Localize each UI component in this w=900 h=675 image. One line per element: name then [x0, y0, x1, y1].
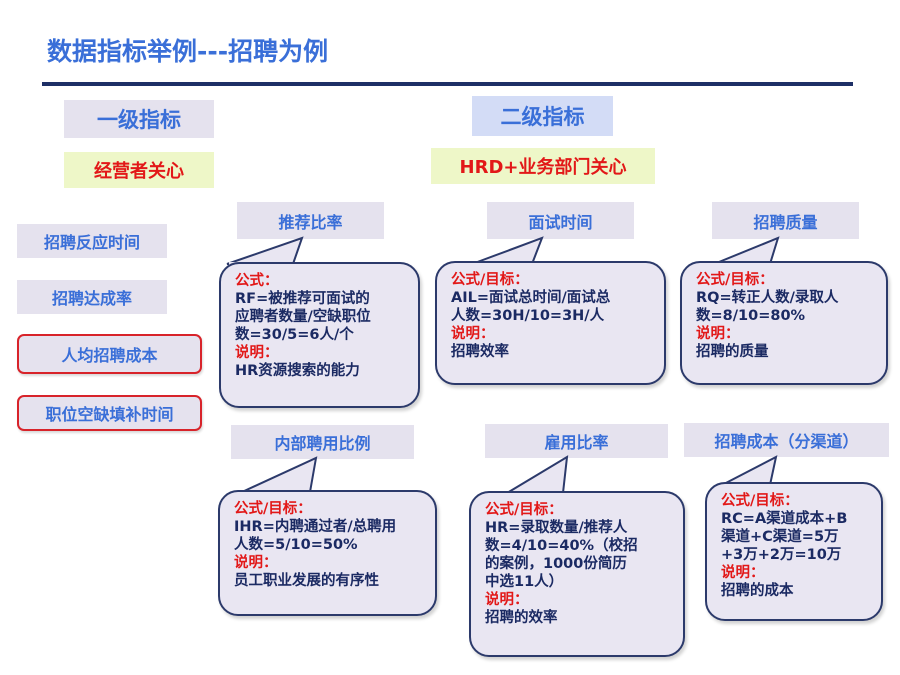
metric-bubble-internal-hire-ratio: 公式/目标： IHR=内聘通过者/总聘用 人数=5/10=50% 说明： 员工职… — [218, 490, 437, 616]
formula-label: 公式/目标： — [234, 501, 312, 517]
formula-text: RC=A渠道成本+B 渠道+C渠道=5万 +3万+2万=10万 — [721, 511, 848, 563]
metric-title-interview-time: 面试时间 — [487, 202, 634, 239]
callout-tail-icon — [241, 456, 318, 494]
note-label: 说明： — [235, 345, 279, 361]
metric-bubble-interview-time: 公式/目标： AIL=面试总时间/面试总 人数=30H/10=3H/人 说明： … — [435, 261, 666, 385]
formula-label: 公式/目标： — [696, 272, 774, 288]
title-divider — [42, 82, 853, 86]
level1-item-recruit-completion-rate: 招聘达成率 — [17, 280, 167, 314]
level1-item-cost-per-hire: 人均招聘成本 — [17, 334, 202, 374]
level1-concern: 经营者关心 — [64, 152, 214, 188]
level1-label: 一级指标 — [64, 100, 214, 138]
metric-bubble-hire-ratio: 公式/目标： HR=录取数量/推荐人 数=4/10=40%（校招 的案例，100… — [469, 491, 685, 657]
note-label: 说明： — [721, 565, 765, 581]
metric-title-referral-rate: 推荐比率 — [237, 202, 384, 239]
metric-title-recruit-cost-by-channel: 招聘成本（分渠道） — [684, 423, 889, 457]
level2-concern: HRD+业务部门关心 — [431, 148, 655, 184]
note-text: HR资源搜索的能力 — [235, 363, 360, 379]
callout-tail-icon — [503, 455, 569, 495]
formula-text: RQ=转正人数/录取人 数=8/10=80% — [696, 290, 839, 324]
formula-text: IHR=内聘通过者/总聘用 人数=5/10=50% — [234, 519, 397, 553]
level1-item-time-to-fill: 职位空缺填补时间 — [17, 395, 202, 431]
note-label: 说明： — [696, 326, 740, 342]
metric-title-recruit-quality: 招聘质量 — [712, 202, 859, 239]
formula-label: 公式： — [235, 273, 279, 289]
formula-text: RF=被推荐可面试的 应聘者数量/空缺职位 数=30/5=6人/个 — [235, 291, 371, 343]
formula-label: 公式/目标： — [451, 272, 529, 288]
formula-label: 公式/目标： — [721, 493, 799, 509]
formula-label: 公式/目标： — [485, 502, 563, 518]
page-title: 数据指标举例---招聘为例 — [47, 37, 329, 66]
formula-text: HR=录取数量/推荐人 数=4/10=40%（校招 的案例，1000份简历 中选… — [485, 520, 638, 590]
note-text: 招聘的质量 — [696, 344, 769, 360]
metric-title-internal-hire-ratio: 内部聘用比例 — [231, 425, 414, 459]
metric-bubble-recruit-quality: 公式/目标： RQ=转正人数/录取人 数=8/10=80% 说明： 招聘的质量 — [680, 261, 888, 385]
level1-item-recruit-response-time: 招聘反应时间 — [17, 224, 167, 258]
metric-bubble-recruit-cost-by-channel: 公式/目标： RC=A渠道成本+B 渠道+C渠道=5万 +3万+2万=10万 说… — [705, 482, 883, 621]
note-text: 员工职业发展的有序性 — [234, 573, 379, 589]
note-text: 招聘效率 — [451, 344, 509, 360]
metric-bubble-referral-rate: 公式： RF=被推荐可面试的 应聘者数量/空缺职位 数=30/5=6人/个 说明… — [219, 262, 420, 408]
metric-title-hire-ratio: 雇用比率 — [485, 424, 668, 458]
note-label: 说明： — [451, 326, 495, 342]
note-text: 招聘的成本 — [721, 583, 794, 599]
note-text: 招聘的效率 — [485, 610, 558, 626]
note-label: 说明： — [234, 555, 278, 571]
note-label: 说明： — [485, 592, 529, 608]
level2-label: 二级指标 — [472, 96, 613, 136]
formula-text: AIL=面试总时间/面试总 人数=30H/10=3H/人 — [451, 290, 611, 324]
